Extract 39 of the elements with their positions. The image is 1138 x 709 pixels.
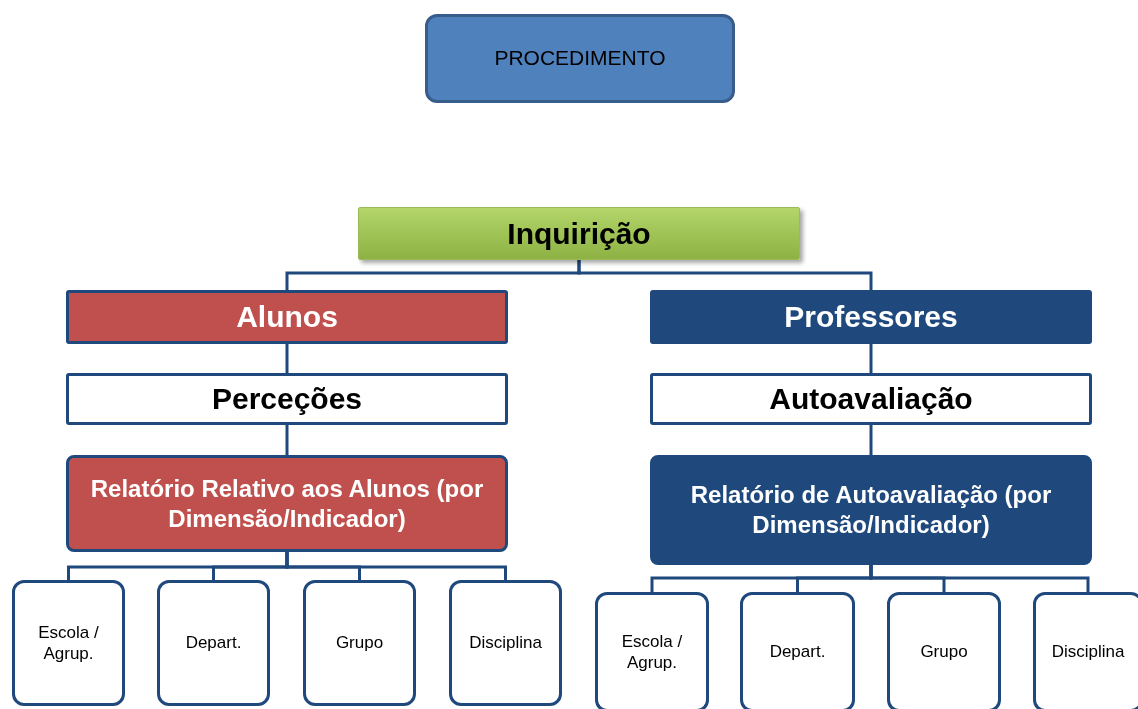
node-label: Depart. (185, 632, 242, 654)
node-label: Relatório de Autoavaliação (por Dimensão/Indicador) (689, 480, 1053, 540)
connector-line (285, 552, 507, 580)
level-box (1033, 592, 1138, 709)
node-label: Alunos (236, 299, 338, 336)
connector-line (285, 425, 289, 455)
level-box (449, 580, 562, 706)
node-label: Professores (784, 299, 958, 336)
category-box (358, 207, 800, 260)
node-label: Grupo (920, 641, 968, 663)
node-label: Disciplina (1051, 641, 1125, 663)
report-box (66, 455, 508, 552)
node-label: Depart. (769, 641, 826, 663)
node-label: Escola / Agrup. (37, 621, 100, 665)
group-box (66, 290, 508, 344)
connector-line (285, 344, 289, 373)
node-label: Inquirição (507, 215, 651, 252)
report-box (650, 455, 1092, 565)
level-box (887, 592, 1001, 709)
level-box (12, 580, 125, 706)
node-label: PROCEDIMENTO (494, 45, 666, 72)
node-label: Disciplina (469, 632, 542, 654)
connector-line (577, 260, 873, 290)
node-label: Escola / Agrup. (620, 630, 684, 674)
connector-line (869, 425, 873, 455)
node-label: Relatório Relativo aos Alunos (por Dimensão/Indicador) (89, 473, 485, 534)
node-label: Perceções (211, 381, 363, 418)
group-box (650, 290, 1092, 344)
title-box (425, 14, 735, 103)
level-box (740, 592, 855, 709)
node-label: Autoavaliação (769, 381, 973, 418)
connector-line (869, 565, 1090, 592)
method-box (66, 373, 508, 425)
level-box (303, 580, 416, 706)
node-label: Grupo (335, 632, 384, 654)
method-box (650, 373, 1092, 425)
level-box (595, 592, 709, 709)
connector-line (869, 344, 873, 373)
level-box (157, 580, 270, 706)
